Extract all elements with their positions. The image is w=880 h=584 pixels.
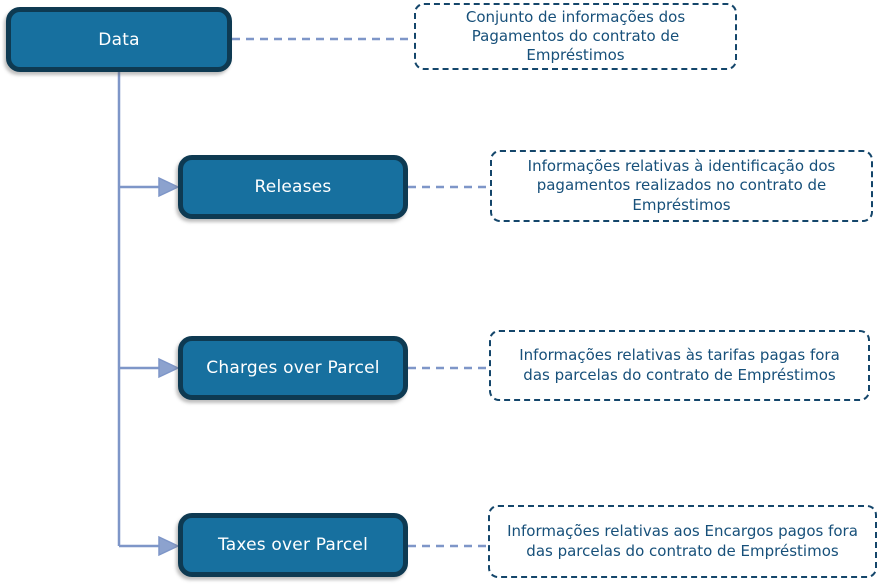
- node-taxes-over-parcel[interactable]: Taxes over Parcel: [178, 513, 408, 577]
- arrowhead-releases-icon: [158, 176, 180, 198]
- note-releases-text: Informações relativas à identificação do…: [527, 157, 836, 214]
- note-charges-text: Informações relativas às tarifas pagas f…: [519, 346, 840, 384]
- note-taxes-text: Informações relativas aos Encargos pagos…: [507, 522, 858, 560]
- node-charges-over-parcel[interactable]: Charges over Parcel: [178, 336, 408, 400]
- note-charges-over-parcel: Informações relativas às tarifas pagas f…: [489, 330, 870, 401]
- node-releases[interactable]: Releases: [178, 155, 408, 219]
- note-taxes-over-parcel: Informações relativas aos Encargos pagos…: [488, 505, 877, 578]
- arrowhead-taxes-icon: [158, 535, 180, 557]
- note-data: Conjunto de informações dos Pagamentos d…: [414, 3, 737, 70]
- note-releases: Informações relativas à identificação do…: [490, 150, 873, 222]
- node-taxes-label: Taxes over Parcel: [217, 535, 368, 555]
- note-data-text: Conjunto de informações dos Pagamentos d…: [465, 7, 686, 65]
- node-data-label: Data: [98, 29, 140, 50]
- node-releases-label: Releases: [254, 177, 332, 197]
- node-charges-label: Charges over Parcel: [206, 358, 380, 378]
- arrowhead-charges-icon: [158, 357, 180, 379]
- node-data[interactable]: Data: [6, 7, 232, 72]
